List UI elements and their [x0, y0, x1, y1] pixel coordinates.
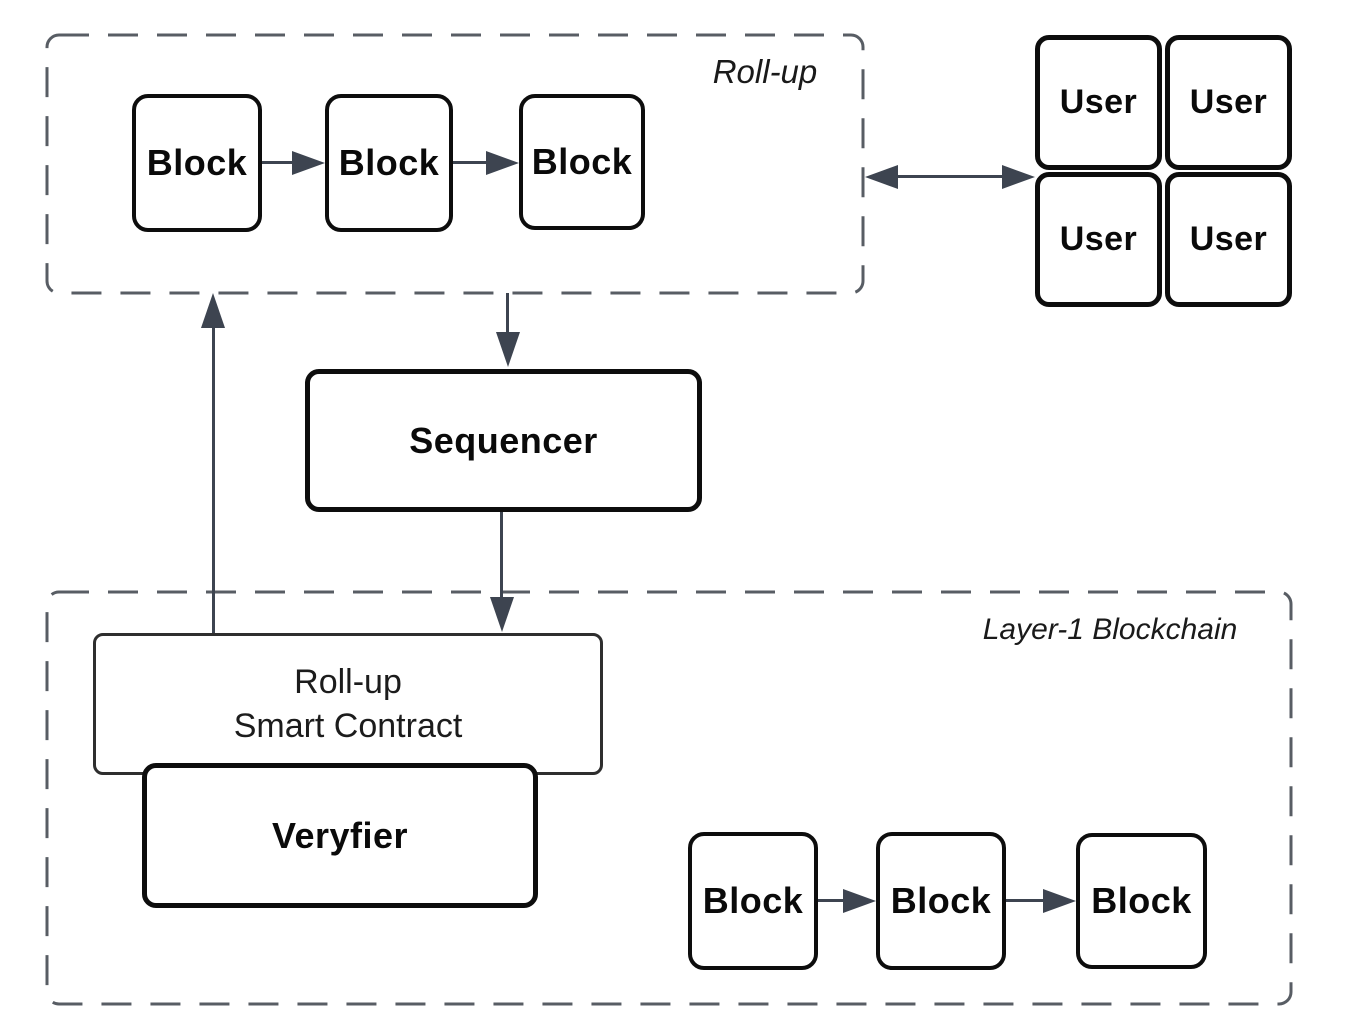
user-box-4-label: User: [1189, 220, 1268, 258]
rollup-block-2: Block: [325, 94, 453, 232]
user-box-3: User: [1035, 172, 1162, 307]
rollup-sequencer-arrow-line: [506, 293, 509, 335]
verifier-label: Veryfier: [271, 814, 409, 856]
rollup-chain-arrow-1-line: [262, 161, 295, 164]
rollup-sequencer-arrow-head-icon: [496, 332, 520, 367]
rollup-smart-contract-box: Roll-up Smart Contract: [93, 633, 603, 775]
rollup-container-border: [45, 33, 865, 295]
sequencer-label: Sequencer: [409, 419, 598, 461]
layer1-container-border: [45, 590, 1293, 1006]
sequencer-contract-arrow-line: [500, 512, 503, 599]
rollup-chain-arrow-1-head-icon: [292, 151, 325, 175]
layer1-chain-arrow-1-line: [818, 899, 846, 902]
user-box-1-label: User: [1059, 83, 1138, 121]
contract-rollup-arrow-line: [212, 324, 215, 633]
contract-rollup-arrow-head-icon: [201, 293, 225, 328]
rollup-smart-contract-label-line1: Roll-up: [294, 663, 402, 701]
layer1-block-1-label: Block: [702, 880, 804, 921]
user-box-2-label: User: [1189, 83, 1268, 121]
rollup-block-2-label: Block: [338, 142, 440, 183]
rollup-block-1: Block: [132, 94, 262, 232]
layer1-block-1: Block: [688, 832, 818, 970]
rollup-container-label: Roll-up: [712, 53, 818, 90]
rollup-users-arrow-right-head-icon: [1002, 165, 1035, 189]
user-box-2: User: [1165, 35, 1292, 170]
sequencer-box: Sequencer: [305, 369, 702, 512]
rollup-block-1-label: Block: [146, 142, 248, 183]
layer1-block-2-label: Block: [890, 880, 992, 921]
user-box-3-label: User: [1059, 220, 1138, 258]
layer1-block-2: Block: [876, 832, 1006, 970]
layer1-chain-arrow-2-head-icon: [1043, 889, 1076, 913]
rollup-users-arrow-left-head-icon: [865, 165, 898, 189]
layer1-chain-arrow-2-line: [1004, 899, 1045, 902]
layer1-chain-arrow-1-head-icon: [843, 889, 876, 913]
rollup-container-rect: [45, 33, 865, 295]
rollup-chain-arrow-2-line: [449, 161, 487, 164]
layer1-container-rect: [45, 590, 1293, 1006]
layer1-container-label: Layer-1 Blockchain: [982, 613, 1238, 646]
rollup-block-3-label: Block: [531, 141, 633, 182]
rollup-users-arrow-line: [894, 175, 1006, 178]
user-box-4: User: [1165, 172, 1292, 307]
user-box-1: User: [1035, 35, 1162, 170]
rollup-smart-contract-label-line2: Smart Contract: [233, 707, 463, 745]
sequencer-contract-arrow-head-icon: [490, 597, 514, 632]
layer1-block-3-label: Block: [1091, 880, 1192, 921]
rollup-chain-arrow-2-head-icon: [486, 151, 519, 175]
layer1-block-3: Block: [1076, 833, 1207, 969]
rollup-block-3: Block: [519, 94, 645, 230]
verifier-box: Veryfier: [142, 763, 538, 908]
